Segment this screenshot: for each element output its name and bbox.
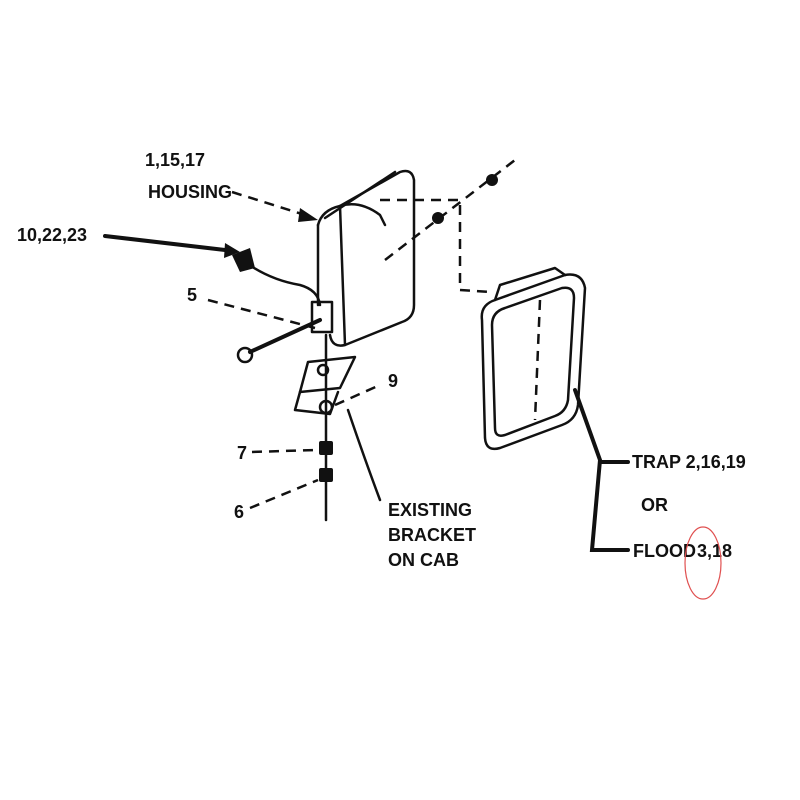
nuts-drawing: [249, 408, 382, 510]
part-5-label: 5: [187, 285, 197, 305]
or-label: OR: [641, 495, 668, 515]
part-7-label: 7: [237, 443, 247, 463]
housing-label: HOUSING: [148, 182, 232, 202]
wiring-part-numbers: 10,22,23: [17, 225, 87, 245]
housing-leader: [231, 190, 306, 217]
part-6-label: 6: [234, 502, 244, 522]
bracket-label-line3: ON CAB: [388, 550, 459, 570]
part-9-label: 9: [388, 371, 398, 391]
bracket-drawing: [293, 333, 381, 522]
bracket-label-line1: EXISTING: [388, 500, 472, 520]
assembly-lines: [380, 159, 516, 294]
trap-label: TRAP 2,16,19: [632, 452, 746, 472]
housing-drawing: [316, 169, 416, 347]
wire-drawing: [103, 234, 322, 307]
lamp-drawing: [480, 266, 630, 552]
flood-part-numbers: 3,18: [697, 541, 732, 561]
bracket-label-line2: BRACKET: [388, 525, 476, 545]
mount-bolt-drawing: [236, 300, 334, 364]
annotation-circle: [684, 526, 722, 600]
part-5-leader: [207, 298, 316, 330]
housing-part-numbers: 1,15,17: [145, 150, 205, 170]
flood-label: FLOOD: [633, 541, 696, 561]
